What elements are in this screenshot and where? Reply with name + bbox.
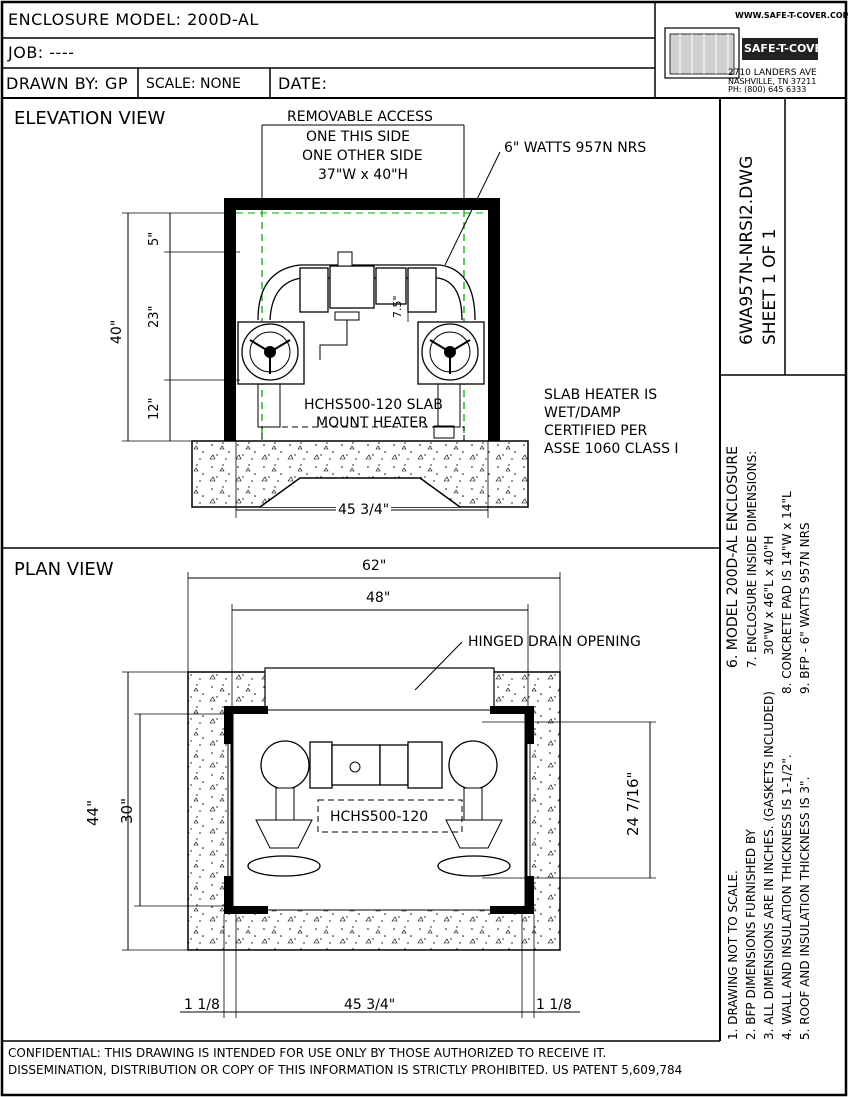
plan-dim-62: 62" xyxy=(362,558,387,574)
elevation-dim-45: 45 3/4" xyxy=(336,502,392,518)
dim-23-in: 23" xyxy=(147,305,162,328)
valve-label: 6" WATTS 957N NRS xyxy=(504,140,647,156)
company-phone: PH: (800) 645 6333 xyxy=(728,85,807,94)
company-address-2: NASHVILLE, TN 37211 xyxy=(728,77,817,86)
job-field: JOB: ---- xyxy=(8,43,75,62)
note-2: 2. BFP DIMENSIONS FURNISHED BY xyxy=(744,829,758,1040)
drawing-file-name: 6WA957N-NRSI2.DWG xyxy=(737,155,757,345)
plan-dim-45: 45 3/4" xyxy=(344,997,396,1013)
access-label-4: 37"W x 40"H xyxy=(318,167,409,183)
plan-dim-1-1-8-right: 1 1/8 xyxy=(536,997,572,1013)
plan-dim-30: 30" xyxy=(118,798,136,824)
note-7: 7. ENCLOSURE INSIDE DIMENSIONS: xyxy=(745,450,759,668)
note-1: 1. DRAWING NOT TO SCALE. xyxy=(726,870,740,1040)
scale-field: SCALE: NONE xyxy=(146,76,241,92)
confidential-line-2: DISSEMINATION, DISTRIBUTION OR COPY OF T… xyxy=(8,1063,683,1077)
model-title: ENCLOSURE MODEL: 200D-AL xyxy=(8,10,259,29)
sheet-number: SHEET 1 OF 1 xyxy=(760,228,780,345)
plan-heater-label: HCHS500-120 xyxy=(330,809,429,825)
heater-label-2: MOUNT HEATER xyxy=(316,415,428,431)
plan-dim-24-7-16: 24 7/16" xyxy=(624,771,642,836)
note-6: 6. MODEL 200D-AL ENCLOSURE xyxy=(725,446,741,668)
slab-note-3: CERTIFIED PER xyxy=(544,423,648,439)
company-logo-name: SAFE-T-COVER xyxy=(744,42,831,55)
note-5: 5. ROOF AND INSULATION THICKNESS IS 3". xyxy=(798,776,812,1040)
note-3: 3. ALL DIMENSIONS ARE IN INCHES. (GASKET… xyxy=(762,691,776,1040)
plan-heading: PLAN VIEW xyxy=(14,559,114,580)
plan-dim-48: 48" xyxy=(366,590,391,606)
note-9: 9. BFP - 6" WATTS 957N NRS xyxy=(798,522,812,694)
plan-dim-1-1-8-left: 1 1/8 xyxy=(184,997,220,1013)
drain-label: HINGED DRAIN OPENING xyxy=(468,634,641,650)
slab-note-2: WET/DAMP xyxy=(544,405,621,421)
access-label-3: ONE OTHER SIDE xyxy=(302,148,423,164)
note-4: 4. WALL AND INSULATION THICKNESS IS 1-1/… xyxy=(780,754,794,1040)
drawn-by-field: DRAWN BY: GP xyxy=(6,74,129,93)
access-label-1: REMOVABLE ACCESS xyxy=(287,109,433,125)
slab-note-1: SLAB HEATER IS xyxy=(544,387,658,403)
dim-40-in: 40" xyxy=(109,319,125,344)
company-address-1: 2710 LANDERS AVE xyxy=(728,68,817,78)
dim-5-in: 5" xyxy=(147,231,162,246)
plan-dim-44: 44" xyxy=(84,800,102,826)
heater-label-1: HCHS500-120 SLAB xyxy=(304,397,443,413)
slab-note-4: ASSE 1060 CLASS I xyxy=(544,441,679,457)
dim-12-in: 12" xyxy=(147,397,162,420)
note-7-dimensions: 30"W x 46"L x 40"H xyxy=(762,535,776,655)
company-website: WWW.SAFE-T-COVER.COM xyxy=(735,11,848,20)
access-label-2: ONE THIS SIDE xyxy=(306,129,410,145)
elevation-heading: ELEVATION VIEW xyxy=(14,108,166,129)
note-8: 8. CONCRETE PAD IS 14"W x 14"L xyxy=(780,491,794,694)
confidential-line-1: CONFIDENTIAL: THIS DRAWING IS INTENDED F… xyxy=(8,1046,607,1060)
dim-7-5-in: 7.5" xyxy=(391,295,404,318)
date-field: DATE: xyxy=(278,74,328,93)
